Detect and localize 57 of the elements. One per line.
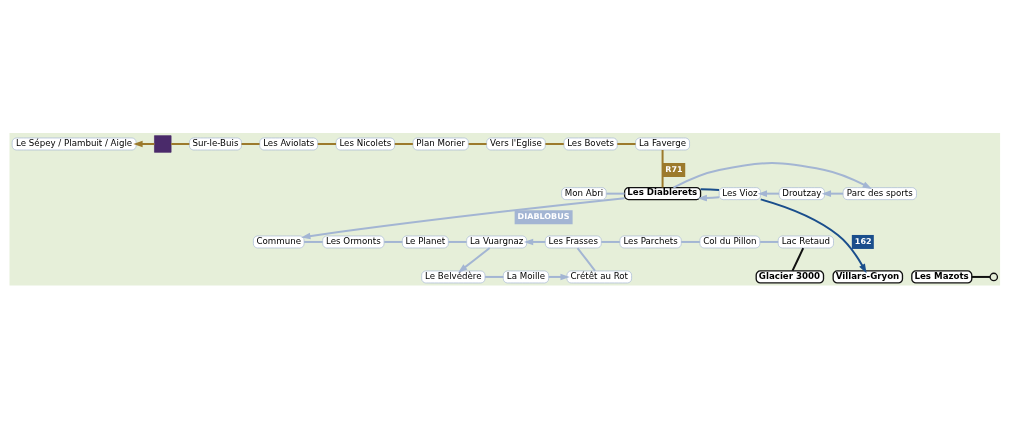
node-box: Les Nicolets bbox=[335, 137, 395, 151]
arrow bbox=[458, 247, 491, 273]
connector bbox=[303, 240, 324, 243]
node-box: Les Diablerets bbox=[623, 186, 702, 201]
connector bbox=[467, 143, 488, 145]
node-circle bbox=[989, 272, 999, 282]
node-box bbox=[154, 135, 172, 153]
node-box: Les Ormonts bbox=[322, 235, 385, 249]
node-box: Les Bovets bbox=[563, 137, 618, 151]
arrow bbox=[672, 162, 872, 189]
node-box: Lac Retaud bbox=[777, 235, 834, 249]
node-box: Les Vioz bbox=[718, 187, 761, 200]
node-box: Droutzay bbox=[778, 187, 825, 200]
connector bbox=[576, 247, 597, 272]
node-box: Col du Pillon bbox=[699, 235, 761, 249]
node-box: Le Sépey / Plambuit / Aigle bbox=[11, 137, 137, 151]
connector bbox=[316, 143, 337, 145]
connector bbox=[544, 143, 565, 145]
node-box: La Moille bbox=[502, 270, 549, 284]
arrow bbox=[523, 238, 547, 246]
node-box: Crétêt au Rot bbox=[566, 270, 632, 284]
node-box: Villars-Gryon bbox=[832, 270, 904, 284]
connector bbox=[699, 188, 720, 192]
connector bbox=[393, 143, 414, 145]
arrow bbox=[301, 197, 626, 240]
node-box: La Vuargnaz bbox=[466, 235, 527, 249]
connector bbox=[616, 143, 637, 145]
connector bbox=[383, 240, 404, 243]
node-box: Sur-le-Buis bbox=[189, 137, 242, 151]
connector bbox=[240, 143, 261, 145]
connector bbox=[484, 275, 505, 278]
node-box: La Faverge bbox=[635, 137, 690, 151]
node-box: Le Belvédère bbox=[421, 270, 486, 284]
connector bbox=[680, 240, 701, 243]
connector bbox=[970, 275, 991, 278]
connector bbox=[661, 149, 664, 189]
node-box: Les Aviolats bbox=[259, 137, 319, 151]
connector bbox=[170, 143, 191, 145]
arrow bbox=[759, 198, 867, 274]
node-box: Vers l'Eglise bbox=[486, 137, 546, 151]
arrow bbox=[757, 190, 780, 197]
node-box: Glacier 3000 bbox=[755, 270, 825, 284]
connector bbox=[759, 240, 780, 243]
connector bbox=[447, 240, 468, 243]
node-box: Plan Morier bbox=[412, 137, 469, 151]
node-box: Commune bbox=[253, 235, 305, 249]
connector bbox=[600, 240, 621, 243]
node-box: Les Frasses bbox=[544, 235, 602, 249]
node-box: Mon Abri bbox=[561, 187, 607, 200]
connector bbox=[605, 192, 626, 195]
arrow bbox=[821, 190, 844, 197]
arrow bbox=[697, 194, 720, 202]
connector bbox=[791, 247, 805, 272]
node-box: Les Parchets bbox=[619, 235, 682, 249]
node-box: Le Planet bbox=[402, 235, 449, 249]
node-box: Les Mazots bbox=[911, 270, 973, 284]
node-box: Parc des sports bbox=[842, 187, 917, 200]
